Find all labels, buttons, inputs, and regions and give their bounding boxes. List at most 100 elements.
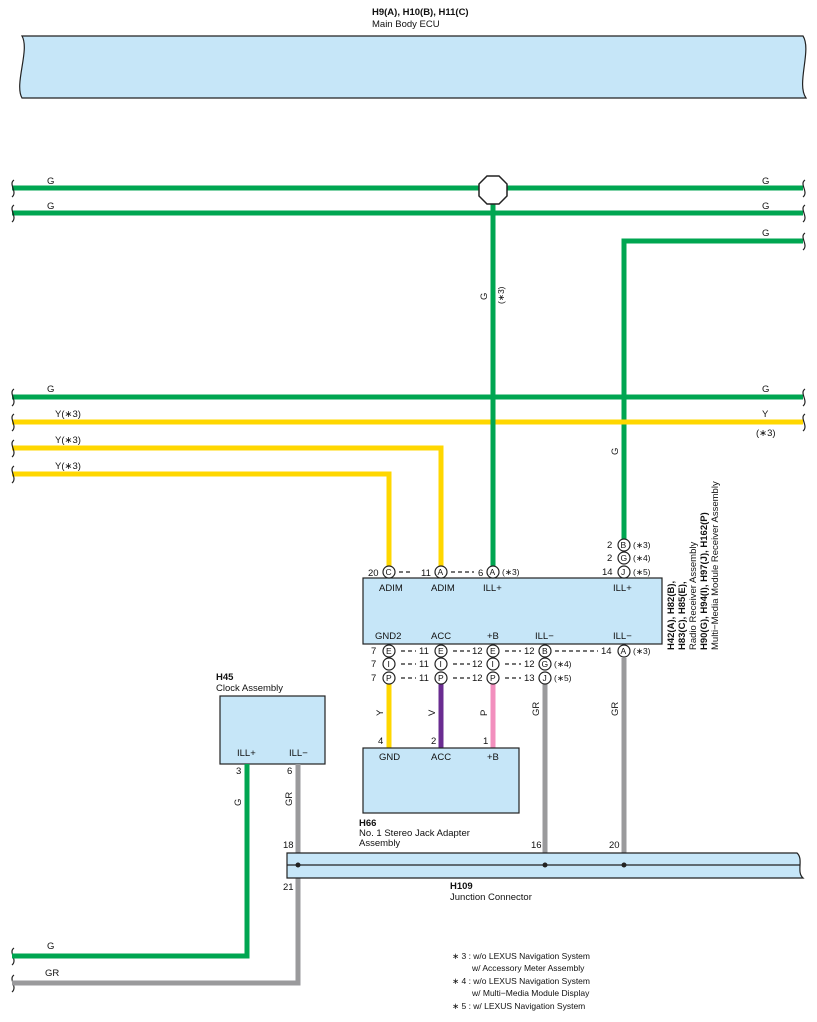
svg-text:20: 20: [368, 568, 379, 579]
stereo-jack-adapter: GND ACC +B 4 2 1 H66 No. 1 Stereo Jack A…: [359, 736, 520, 849]
clock-assembly: H45 Clock Assembly ILL+ ILL− 3 6: [216, 672, 326, 777]
left-wire-labels: G G G Y(∗3) Y(∗3) Y(∗3) G GR: [45, 176, 81, 979]
svg-text:4: 4: [378, 736, 383, 747]
vertical-wire-labels: G (∗3) G: [479, 286, 621, 455]
svg-text:3: 3: [236, 766, 241, 777]
radio-receiver: ADIM ADIM ILL+ ILL+ GND2 ACC +B ILL− ILL…: [362, 577, 663, 645]
svg-text:∗ 3 : w/o LEXUS Navigation Sys: ∗ 3 : w/o LEXUS Navigation System: [452, 951, 590, 961]
svg-text:w/ Accessory Meter Assembly: w/ Accessory Meter Assembly: [471, 963, 585, 973]
svg-text:ILL−: ILL−: [289, 748, 308, 759]
svg-text:11: 11: [419, 673, 429, 684]
svg-text:G: G: [762, 384, 769, 395]
clock-wire-labels: G GR: [233, 792, 295, 806]
ecu-bar: [19, 35, 808, 99]
svg-text:H45: H45: [216, 672, 234, 683]
svg-text:∗ 4 : w/o LEXUS Navigation Sys: ∗ 4 : w/o LEXUS Navigation System: [452, 976, 590, 986]
svg-text:Multi−Media Module Receiver As: Multi−Media Module Receiver Assembly: [710, 481, 721, 650]
svg-text:7: 7: [371, 673, 376, 684]
svg-text:Assembly: Assembly: [359, 838, 400, 849]
svg-text:GR: GR: [610, 702, 621, 716]
svg-text:ACC: ACC: [431, 631, 451, 642]
svg-text:A: A: [621, 646, 627, 656]
svg-text:A: A: [490, 567, 496, 577]
svg-text:ADIM: ADIM: [379, 583, 403, 594]
svg-text:A: A: [438, 567, 444, 577]
svg-text:No. 1 Stereo Jack Adapter: No. 1 Stereo Jack Adapter: [359, 828, 470, 839]
svg-text:Y(∗3): Y(∗3): [55, 435, 81, 446]
svg-text:(∗5): (∗5): [554, 673, 572, 683]
radio-box: [362, 577, 663, 645]
svg-text:11: 11: [419, 646, 429, 657]
svg-text:(∗3): (∗3): [633, 646, 651, 656]
svg-text:G: G: [762, 201, 769, 212]
svg-text:Radio Receiver Assembly: Radio Receiver Assembly: [688, 542, 699, 650]
ecu-title: H9(A), H10(B), H11(C): [372, 7, 469, 18]
svg-text:G: G: [47, 201, 54, 212]
svg-text:G: G: [47, 384, 54, 395]
svg-text:Y: Y: [375, 709, 386, 716]
svg-text:G: G: [47, 176, 54, 187]
svg-text:G: G: [762, 228, 769, 239]
svg-text:GR: GR: [45, 968, 59, 979]
svg-text:20: 20: [609, 840, 620, 851]
svg-text:V: V: [427, 709, 438, 716]
svg-text:ADIM: ADIM: [431, 583, 455, 594]
svg-text:∗ 5 : w/ LEXUS Navigation Syst: ∗ 5 : w/ LEXUS Navigation System: [452, 1001, 585, 1011]
radio-title: H42(A), H82(B), H83(C), H85(E), Radio Re…: [666, 481, 721, 650]
svg-text:G: G: [47, 941, 54, 952]
svg-text:I: I: [388, 659, 390, 669]
horizontal-wires: [12, 185, 803, 566]
svg-text:GR: GR: [531, 702, 542, 716]
svg-text:C: C: [386, 567, 392, 577]
svg-text:21: 21: [283, 882, 294, 893]
svg-text:Junction Connector: Junction Connector: [450, 892, 532, 903]
svg-text:12: 12: [472, 673, 483, 684]
svg-text:G: G: [610, 448, 621, 455]
ecu-name: Main Body ECU: [372, 19, 440, 30]
left-wire-ends: [11, 179, 15, 993]
svg-text:P: P: [438, 673, 444, 683]
svg-text:Y(∗3): Y(∗3): [55, 461, 81, 472]
svg-text:E: E: [490, 646, 496, 656]
svg-text:GND2: GND2: [375, 631, 401, 642]
jack-box: [362, 747, 520, 814]
svg-text:ILL+: ILL+: [483, 583, 502, 594]
svg-text:P: P: [490, 673, 496, 683]
svg-text:(∗3): (∗3): [633, 540, 651, 550]
svg-text:12: 12: [524, 659, 535, 670]
svg-text:ILL−: ILL−: [535, 631, 554, 642]
svg-text:18: 18: [283, 840, 294, 851]
svg-text:7: 7: [371, 646, 376, 657]
svg-text:1: 1: [483, 736, 488, 747]
svg-text:ILL+: ILL+: [237, 748, 256, 759]
svg-text:E: E: [438, 646, 444, 656]
svg-text:12: 12: [472, 659, 483, 670]
radio-bottom-pins: 7 E 7 I 7 P 11 E 11 I 11 P 12 E 12 I 12 …: [371, 644, 651, 685]
right-wire-ends: [802, 179, 806, 432]
svg-text:GR: GR: [284, 792, 295, 806]
svg-text:2: 2: [607, 540, 612, 551]
svg-text:+B: +B: [487, 752, 499, 763]
svg-text:P: P: [479, 710, 490, 716]
svg-text:H42(A), H82(B),: H42(A), H82(B),: [666, 581, 677, 650]
svg-text:J: J: [621, 567, 625, 577]
svg-text:J: J: [543, 673, 547, 683]
svg-text:G: G: [762, 176, 769, 187]
svg-text:11: 11: [421, 568, 431, 579]
main-body-ecu: H9(A), H10(B), H11(C) Main Body ECU: [19, 7, 808, 99]
wire-y-7: [12, 471, 392, 566]
svg-text:Y(∗3): Y(∗3): [55, 409, 81, 420]
svg-text:14: 14: [602, 567, 613, 578]
svg-text:I: I: [440, 659, 442, 669]
svg-text:(∗4): (∗4): [554, 659, 572, 669]
svg-text:2: 2: [431, 736, 436, 747]
svg-text:E: E: [386, 646, 392, 656]
svg-text:H109: H109: [450, 881, 473, 892]
svg-text:P: P: [386, 673, 392, 683]
svg-text:G: G: [621, 553, 628, 563]
svg-text:(∗4): (∗4): [633, 553, 651, 563]
right-wire-labels: G G G G Y (∗3): [756, 176, 776, 439]
junction-connector: 18 21 16 20 H109 Junction Connector: [283, 840, 805, 903]
svg-text:7: 7: [371, 659, 376, 670]
svg-text:(∗3): (∗3): [756, 428, 776, 439]
